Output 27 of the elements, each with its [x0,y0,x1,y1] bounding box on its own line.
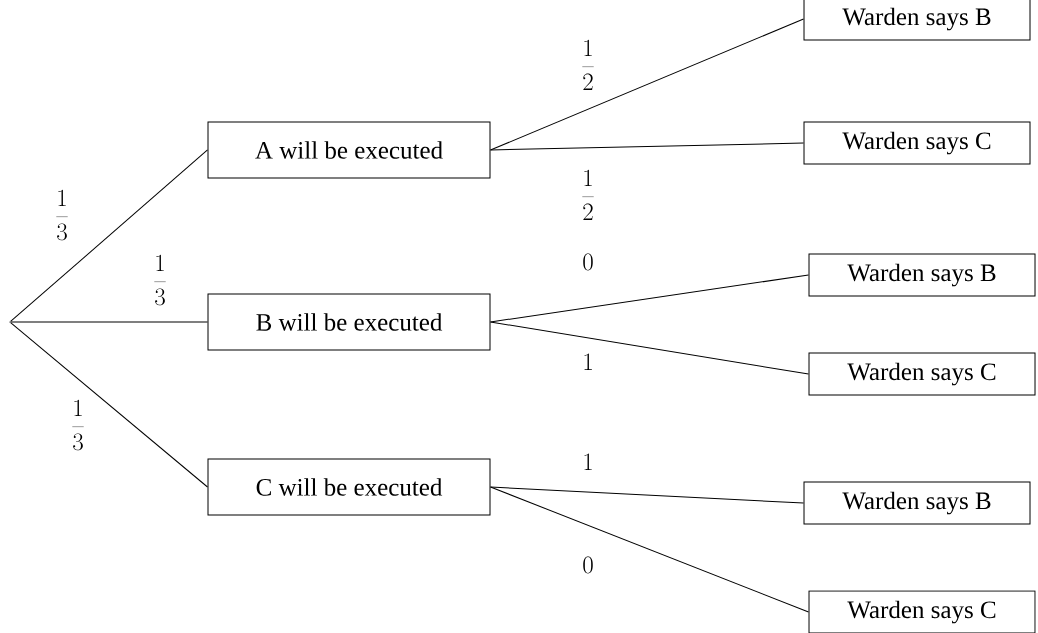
branch-line [490,274,809,323]
text-box: Warden says C [808,590,1036,633]
branch-line [10,321,208,323]
text-box: A will be executed [207,121,491,179]
edge-label: $\frac{1}{3}$ [56,189,68,241]
edge-label: $0$ [583,556,593,574]
text-box: Warden says C [808,352,1036,396]
text-box: Warden says B [803,0,1031,41]
branch-line [490,321,809,375]
branch-line [490,18,804,151]
edge-label: $\frac{1}{3}$ [154,254,166,306]
branch-line [10,149,208,322]
edge-label: $\frac{1}{2}$ [582,169,594,220]
text-box: B will be executed [207,293,491,351]
text-box: Warden says B [808,253,1036,297]
branch-line [490,486,809,613]
text-box: Warden says C [803,121,1031,165]
branch-line [490,486,804,504]
text-box: Warden says B [803,481,1031,525]
edge-label: $\frac{1}{3}$ [72,399,84,451]
edge-label: $\frac{1}{2}$ [582,39,594,90]
edge-label: $1$ [584,453,592,470]
edge-label: $0$ [583,253,593,271]
text-box: C will be executed [207,458,491,516]
branch-line [10,322,208,488]
branch-line [490,142,804,151]
edge-label: $1$ [584,353,592,370]
